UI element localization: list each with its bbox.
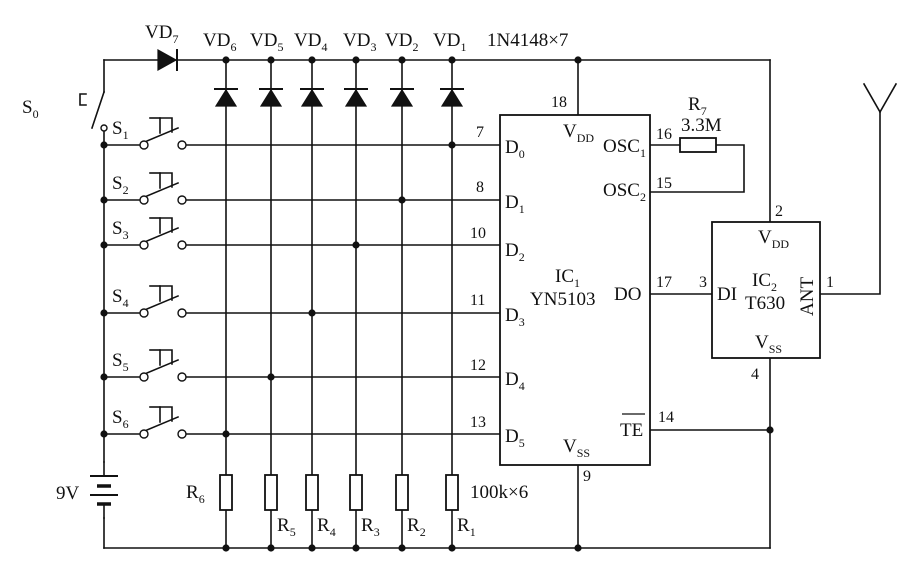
- label-r6: R6: [186, 482, 205, 506]
- pin-number-17: 17: [656, 274, 672, 291]
- ic1-pin-te: TE: [620, 420, 643, 441]
- pin-number-1: 1: [826, 274, 834, 291]
- pin-number-4: 4: [751, 366, 759, 383]
- ic1-encoder-box: [499, 114, 651, 466]
- diode-vd7: [157, 48, 178, 72]
- label-resistor-pack: 100k×6: [470, 482, 528, 503]
- label-s0: S0: [22, 97, 39, 121]
- diode-vd2: [390, 88, 414, 107]
- ic1-pin-d5: D5: [505, 426, 525, 450]
- pin-number-14: 14: [658, 409, 674, 426]
- ic1-pin-osc1: OSC1: [603, 136, 646, 160]
- battery: [90, 475, 118, 506]
- diode-vd6: [214, 88, 238, 107]
- pin-number-8: 8: [476, 179, 484, 196]
- wires: [103, 59, 898, 549]
- switch-s1: [139, 117, 187, 150]
- pin-number-11: 11: [470, 292, 485, 309]
- label-battery: 9V: [56, 483, 80, 504]
- diode-vd4: [300, 88, 324, 107]
- switch-s3: [139, 217, 187, 250]
- ic2-part: T630: [745, 293, 785, 314]
- ic1-pin-d4: D4: [505, 369, 525, 393]
- switch-s0: [79, 90, 108, 132]
- pin-number-2: 2: [775, 203, 783, 220]
- ic1-pin-d3: D3: [505, 305, 525, 329]
- ic2-transmitter-box: [711, 221, 821, 359]
- switch-s2: [139, 172, 187, 205]
- label-diode-part: 1N4148×7: [487, 30, 568, 51]
- label-vd6: VD6: [203, 30, 236, 54]
- ic2-ref: IC2: [752, 270, 777, 294]
- switch-s5: [139, 349, 187, 382]
- ic1-ref: IC1: [555, 266, 580, 290]
- pin-number-3: 3: [699, 274, 707, 291]
- ic1-pin-vdd: VDD: [563, 121, 594, 145]
- pin-number-18: 18: [551, 94, 567, 111]
- ic1-pin-d2: D2: [505, 240, 525, 264]
- label-r4: R4: [317, 515, 336, 539]
- label-r1: R1: [457, 515, 476, 539]
- junctions: [100, 56, 774, 552]
- label-r3: R3: [361, 515, 380, 539]
- label-vd4: VD4: [294, 30, 327, 54]
- pin-number-15: 15: [656, 175, 672, 192]
- pulldown-resistors: [219, 474, 459, 511]
- resistor-r7: [679, 137, 717, 153]
- pin-number-12: 12: [470, 357, 486, 374]
- label-vd2: VD2: [385, 30, 418, 54]
- diode-vd3: [344, 88, 368, 107]
- label-s4: S4: [112, 286, 129, 310]
- label-vd7: VD7: [145, 22, 178, 46]
- label-vd3: VD3: [343, 30, 376, 54]
- pin-number-9: 9: [583, 468, 591, 485]
- pin-number-16: 16: [656, 126, 672, 143]
- diode-vd1: [440, 88, 464, 107]
- ic2-pin-vdd: VDD: [758, 227, 789, 251]
- label-r2: R2: [407, 515, 426, 539]
- ic1-pin-d1: D1: [505, 192, 525, 216]
- label-s6: S6: [112, 407, 129, 431]
- label-s2: S2: [112, 173, 129, 197]
- diode-array: [214, 88, 464, 107]
- switch-s4: [139, 285, 187, 318]
- pin-number-7: 7: [476, 124, 484, 141]
- ic1-part: YN5103: [530, 289, 595, 310]
- diode-vd5: [259, 88, 283, 107]
- label-r7: R7: [688, 94, 707, 118]
- pin-number-13: 13: [470, 414, 486, 431]
- label-r5: R5: [277, 515, 296, 539]
- ic1-pin-osc2: OSC2: [603, 180, 646, 204]
- switch-s6: [139, 406, 187, 439]
- ic1-pin-d0: D0: [505, 137, 525, 161]
- pin-number-10: 10: [470, 225, 486, 242]
- label-s5: S5: [112, 350, 129, 374]
- ic2-pin-vss: VSS: [755, 332, 782, 356]
- ic2-pin-ant: ANT: [797, 277, 818, 316]
- ic2-pin-di: DI: [717, 284, 737, 305]
- label-vd5: VD5: [250, 30, 283, 54]
- label-r7-value: 3.3M: [681, 115, 722, 136]
- ic1-pin-do: DO: [614, 284, 641, 305]
- label-vd1: VD1: [433, 30, 466, 54]
- label-s1: S1: [112, 118, 129, 142]
- label-s3: S3: [112, 218, 129, 242]
- ic1-pin-vss: VSS: [563, 436, 590, 460]
- push-switches: [139, 117, 187, 439]
